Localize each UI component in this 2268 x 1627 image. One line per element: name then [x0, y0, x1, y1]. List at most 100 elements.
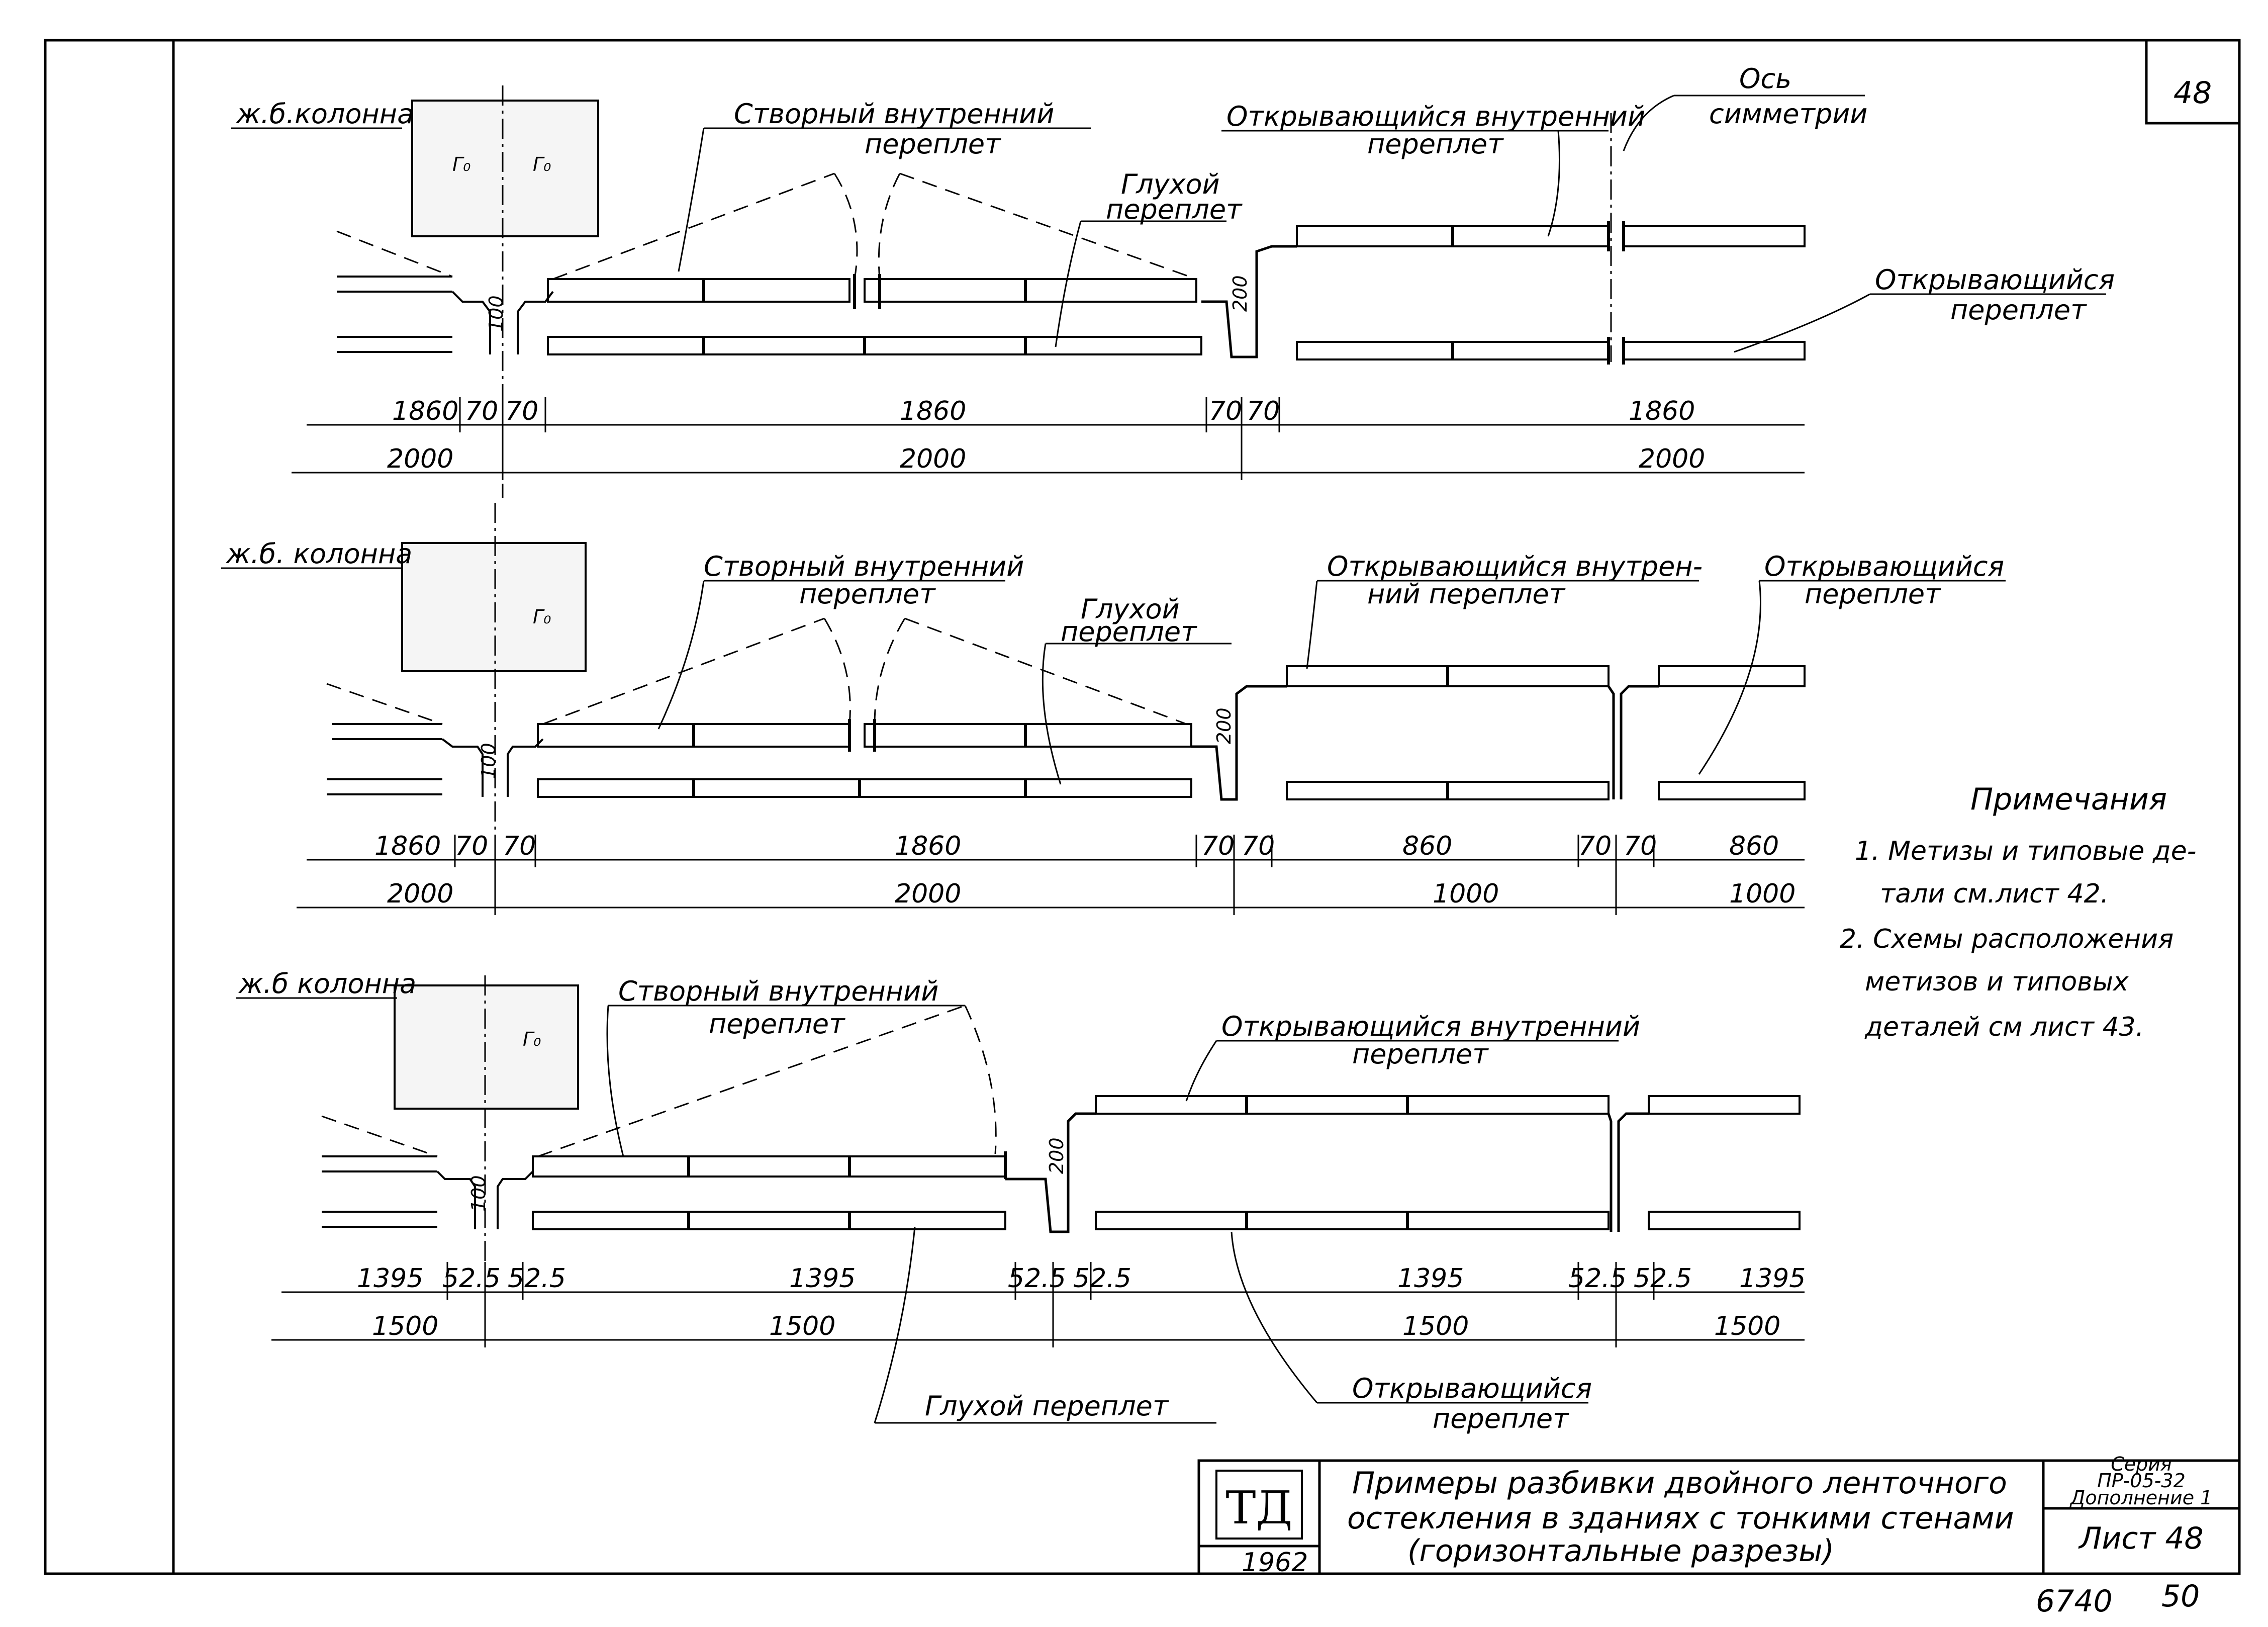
- fixed-label: Глухой переплет: [925, 1390, 1169, 1422]
- opening-label-2: переплет: [1950, 294, 2087, 326]
- title-block: ТД 1962 Примеры разбивки двойного ленточ…: [1197, 1453, 2241, 1578]
- shutter-label-1: Створный внутренний: [618, 975, 938, 1007]
- opening-label-1: Открывающийся: [1875, 264, 2115, 296]
- dim-text: 52.5: [1073, 1263, 1131, 1294]
- dim-text: 1860: [392, 396, 458, 426]
- opening-inner-label-1: Открывающийся внутренний: [1221, 1011, 1640, 1042]
- dim-text: 1395: [357, 1263, 423, 1294]
- footer-code-1: 6740: [2036, 1584, 2113, 1619]
- title-line-3: (горизонтальные разрезы): [1407, 1533, 1834, 1569]
- opening-inner-label-1: Открывающийся внутренний: [1226, 101, 1645, 132]
- column-label: ж.б колонна: [238, 968, 416, 1000]
- section-row-1: Г₀ Г₀ ж.б.колонна 200 100: [231, 85, 2115, 498]
- svg-text:Г₀: Г₀: [533, 606, 551, 628]
- axis-label-2: симметрии: [1709, 98, 1867, 130]
- dim-text: 1395: [1397, 1263, 1464, 1294]
- dim-text: 1500: [1714, 1311, 1780, 1341]
- opening-inner-label-2: ний переплет: [1367, 578, 1566, 610]
- note-line: тали см.лист 42.: [1880, 879, 2109, 909]
- dim-text: 860: [1729, 831, 1779, 861]
- column-label: ж.б.колонна: [235, 98, 414, 130]
- fixed-label-2: переплет: [1061, 616, 1197, 648]
- vert-dim-100: 100: [485, 295, 507, 332]
- dim-text: 70: [1624, 831, 1657, 861]
- fixed-label-1: Глухой: [1121, 168, 1220, 200]
- opening-label-1: Открывающийся: [1352, 1373, 1592, 1404]
- title-year: 1962: [1242, 1548, 1308, 1578]
- opening-label-2: переплет: [1805, 578, 1941, 610]
- shutter-label-2: переплет: [709, 1008, 845, 1040]
- dim-text: 1500: [769, 1311, 835, 1341]
- dim-text: 1000: [1433, 879, 1499, 909]
- dim-text: 52.5: [442, 1263, 501, 1294]
- dim-text: 1000: [1729, 879, 1795, 909]
- dim-text: 52.5: [1568, 1263, 1627, 1294]
- dim-text: 1860: [1629, 396, 1695, 426]
- dim-text: 70: [1578, 831, 1612, 861]
- note-line: метизов и типовых: [1865, 967, 2129, 997]
- dim-text: 52.5: [508, 1263, 566, 1294]
- opening-label-1: Открывающийся: [1764, 551, 2004, 582]
- rc-column-1: [411, 100, 599, 237]
- footer-code-2: 50: [2161, 1579, 2200, 1614]
- notes-heading: Примечания: [1970, 782, 2167, 817]
- dim-text: 70: [455, 831, 488, 861]
- shutter-label-1: Створный внутренний: [704, 551, 1024, 582]
- dim-text: 70: [1247, 396, 1280, 426]
- series-line-1: Серия: [2111, 1453, 2172, 1475]
- vert-dim-200: 200: [1213, 707, 1235, 744]
- vert-dim-200: 200: [1229, 275, 1251, 312]
- title-line-1: Примеры разбивки двойного ленточного: [1352, 1466, 2007, 1501]
- section-row-2: Г₀ ж.б. колонна 100 200: [221, 503, 2006, 915]
- series-line-3: Дополнение 1: [2069, 1487, 2213, 1509]
- dim-text: 1860: [374, 831, 441, 861]
- svg-text:Г₀: Г₀: [523, 1028, 541, 1050]
- note-line: 1. Метизы и типовые де-: [1855, 836, 2196, 866]
- title-line-2: остекления в зданиях с тонкими стенами: [1347, 1501, 2014, 1536]
- sheet-label: Лист 48: [2078, 1521, 2203, 1556]
- dim-text: 1395: [1739, 1263, 1806, 1294]
- dim-text: 1395: [789, 1263, 856, 1294]
- section-row-3: Г₀ ж.б колонна 100 200 Створн: [236, 968, 1806, 1434]
- notes-block: Примечания 1. Метизы и типовые де- тали …: [1840, 782, 2196, 1042]
- axis-label-1: Ось: [1739, 63, 1791, 95]
- shutter-label-2: переплет: [865, 128, 1001, 160]
- column-label: ж.б. колонна: [225, 538, 412, 570]
- vert-dim-200: 200: [1046, 1137, 1068, 1174]
- dim-text: 52.5: [1634, 1263, 1692, 1294]
- dim-text: 860: [1402, 831, 1452, 861]
- opening-inner-label-2: переплет: [1352, 1038, 1489, 1070]
- vert-dim-100: 100: [467, 1175, 490, 1212]
- svg-text:Г₀: Г₀: [533, 153, 551, 175]
- dim-text: 70: [1201, 831, 1235, 861]
- opening-inner-label-2: переплет: [1367, 128, 1504, 160]
- dim-text: 1860: [895, 831, 961, 861]
- series-line-2: ПР-05-32: [2097, 1470, 2186, 1492]
- dim-text: 1500: [372, 1311, 438, 1341]
- td-logo: ТД: [1225, 1482, 1292, 1534]
- fixed-label-2: переплет: [1106, 194, 1243, 225]
- dim-text: 2000: [1639, 444, 1705, 474]
- fixed-label-1: Глухой: [1081, 593, 1180, 625]
- dim-text: 70: [1242, 831, 1275, 861]
- note-line: деталей см лист 43.: [1864, 1012, 2144, 1042]
- dim-text: 2000: [900, 444, 966, 474]
- dim-text: 2000: [387, 444, 453, 474]
- dim-text: 70: [465, 396, 498, 426]
- dim-text: 70: [505, 396, 538, 426]
- note-line: 2. Схемы расположения: [1840, 924, 2174, 954]
- dim-text: 1500: [1402, 1311, 1469, 1341]
- svg-text:Г₀: Г₀: [452, 153, 470, 175]
- dim-text: 2000: [387, 879, 453, 909]
- dim-text: 70: [1209, 396, 1242, 426]
- dim-text: 70: [503, 831, 536, 861]
- vert-dim-100: 100: [478, 743, 500, 779]
- dim-text: 2000: [895, 879, 961, 909]
- symmetry-axis: Ось симметрии: [1610, 63, 1867, 362]
- dim-text: 1860: [900, 396, 966, 426]
- opening-inner-label-1: Открывающийся внутрен-: [1327, 551, 1703, 582]
- opening-label-2: переплет: [1433, 1403, 1569, 1434]
- sheet-number-box: 48: [2145, 40, 2239, 125]
- shutter-label-2: переплет: [799, 578, 936, 610]
